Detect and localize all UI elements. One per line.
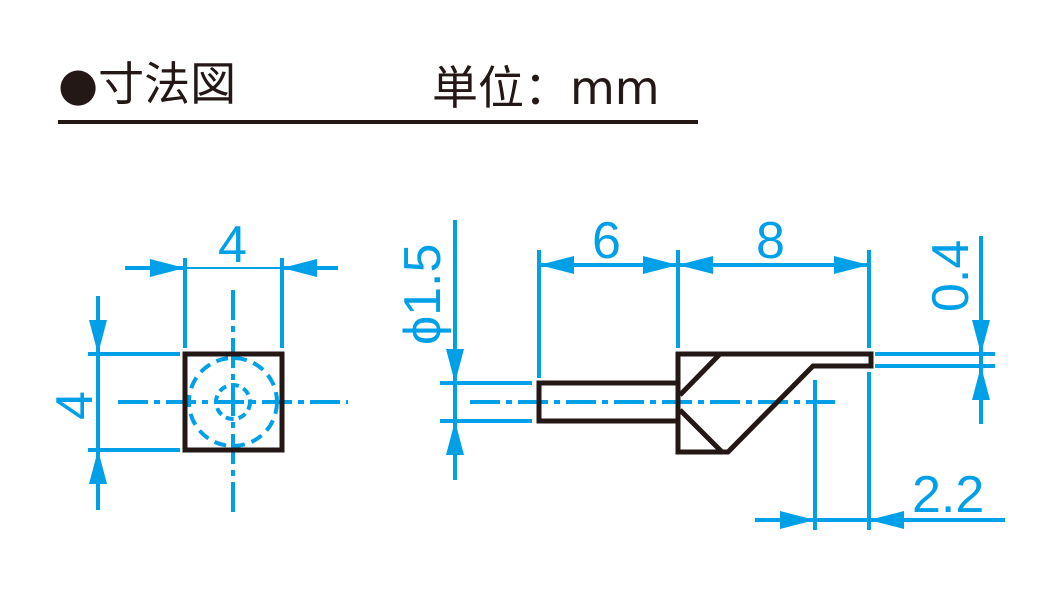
side-arrows	[446, 256, 990, 529]
tip-thickness-label: 0.4	[922, 240, 980, 312]
tip-offset-label: 2.2	[912, 466, 984, 524]
unit-label: 単位：mm	[432, 61, 660, 115]
front-height-label: 4	[46, 391, 104, 420]
title: ●寸法図	[58, 57, 236, 111]
front-view-dimensions	[88, 258, 348, 518]
side-view-outline	[536, 351, 874, 455]
front-arrows	[89, 259, 317, 484]
front-width-label: 4	[218, 216, 247, 274]
front-view-outline	[182, 351, 285, 453]
head-length-label: 8	[756, 212, 785, 270]
shaft-length-label: 6	[592, 212, 621, 270]
header: ●寸法図 単位：mm	[58, 57, 698, 124]
shaft-diameter-label: ϕ1.5	[394, 244, 452, 345]
